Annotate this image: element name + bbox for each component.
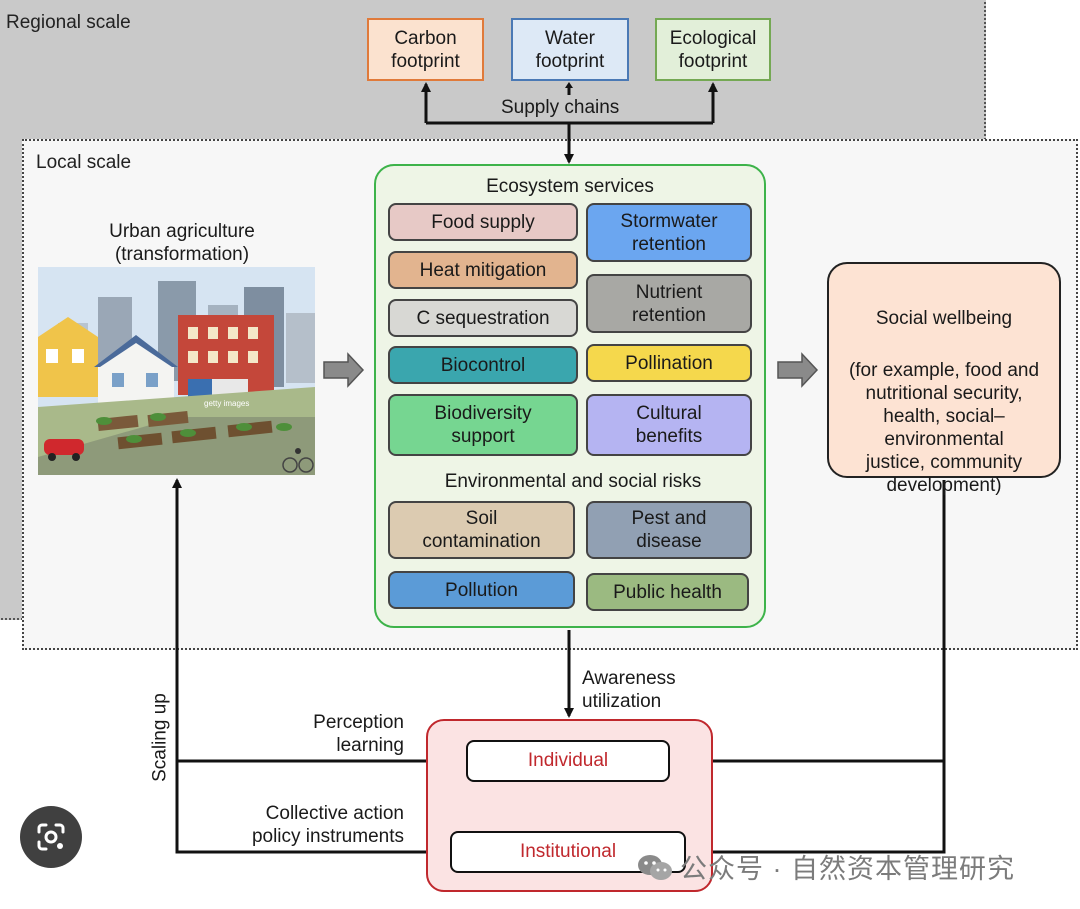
ecological-footprint-box: Ecological footprint	[655, 18, 771, 81]
visual-search-button[interactable]	[20, 806, 82, 868]
nutrient-retention-box: Nutrient retention	[586, 274, 752, 333]
urban-agriculture-photo: getty images	[38, 267, 315, 475]
photo-to-ecosystem-arrow	[323, 352, 365, 388]
pollution-box: Pollution	[388, 571, 575, 609]
awareness-label: Awareness utilization	[582, 668, 676, 712]
c-sequestration-box: C sequestration	[388, 299, 578, 337]
social-wellbeing-box: Social wellbeing (for example, food and …	[827, 262, 1061, 496]
stormwater-retention-box: Stormwater retention	[586, 203, 752, 262]
social-wellbeing-title: Social wellbeing	[875, 308, 1013, 329]
public-health-box: Public health	[586, 573, 749, 611]
collective-action-label: Collective action policy instruments	[251, 803, 404, 847]
supply-chains-label: Supply chains	[497, 96, 624, 119]
social-wellbeing-body: (for example, food and nutritional secur…	[848, 360, 1040, 496]
heat-mitigation-box: Heat mitigation	[388, 251, 578, 289]
wechat-icon	[638, 854, 672, 880]
scaling-up-label: Scaling up	[149, 693, 171, 782]
water-footprint-box: Water footprint	[511, 18, 629, 81]
carbon-footprint-box: Carbon footprint	[367, 18, 484, 81]
watermark: 公众号 · 自然资本管理研究	[636, 847, 1015, 886]
scaling-up-arrow	[172, 478, 451, 854]
cultural-benefits-box: Cultural benefits	[586, 394, 752, 456]
soil-contamination-box: Soil contamination	[388, 501, 575, 559]
ecosystem-services-title: Ecosystem services	[486, 176, 654, 197]
perception-label: Perception learning	[313, 712, 404, 756]
food-supply-box: Food supply	[388, 203, 578, 241]
lens-icon	[37, 823, 65, 851]
local-scale-label: Local scale	[36, 152, 132, 173]
biodiversity-support-box: Biodiversity support	[388, 394, 578, 456]
urban-agriculture-title: Urban agriculture (transformation)	[109, 221, 255, 265]
wellbeing-to-institutional-arrow	[687, 480, 946, 857]
pest-and-disease-box: Pest and disease	[586, 501, 752, 559]
ecosystem-to-wellbeing-arrow	[777, 352, 819, 388]
biocontrol-box: Biocontrol	[388, 346, 578, 384]
pollination-box: Pollination	[586, 344, 752, 382]
risks-title: Environmental and social risks	[444, 471, 702, 492]
individual-box: Individual	[466, 740, 670, 782]
photo-watermark: getty images	[204, 399, 250, 408]
regional-scale-label: Regional scale	[6, 12, 131, 33]
watermark-text: 公众号 · 自然资本管理研究	[680, 854, 1015, 884]
